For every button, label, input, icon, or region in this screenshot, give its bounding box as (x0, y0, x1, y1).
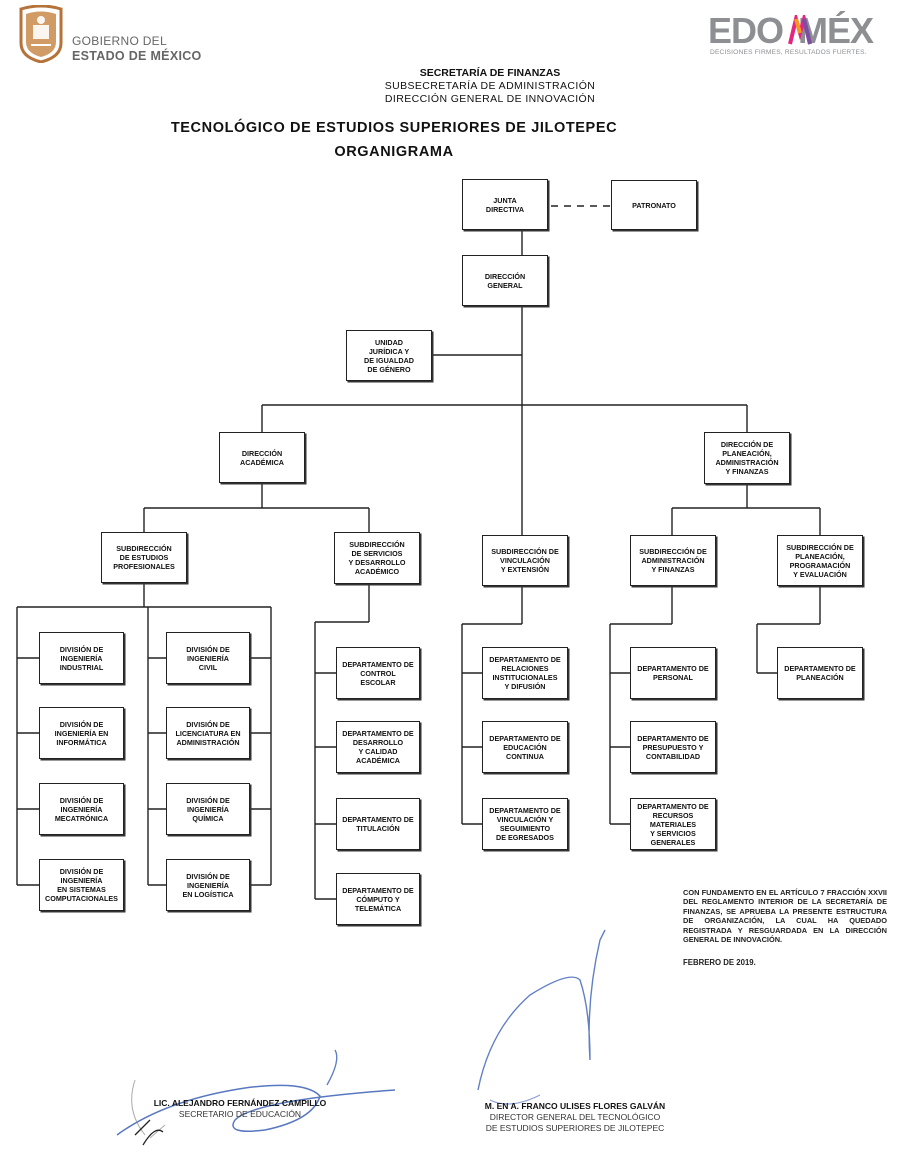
org-box-sub-servicios: SUBDIRECCIÓN DE SERVICIOS Y DESARROLLO A… (334, 532, 420, 584)
page-subtitle: ORGANIGRAMA (334, 144, 454, 160)
org-box-sub-estudios: SUBDIRECCIÓN DE ESTUDIOS PROFESIONALES (101, 532, 187, 583)
org-box-sub-administracion: SUBDIRECCIÓN DE ADMINISTRACIÓN Y FINANZA… (630, 535, 716, 586)
org-box-dep-desarrollo: DEPARTAMENTO DE DESARROLLO Y CALIDAD ACA… (336, 721, 420, 773)
signature-right-role-1: DIRECTOR GENERAL DEL TECNOLÓGICO (489, 1112, 661, 1122)
org-box-unidad-juridica: UNIDAD JURÍDICA Y DE IGUALDAD DE GÉNERO (346, 330, 432, 381)
org-box-div-sistemas: DIVISIÓN DE INGENIERÍA EN SISTEMAS COMPU… (39, 859, 124, 911)
gov-logo (18, 4, 64, 64)
edomex-edo: EDO (708, 10, 784, 51)
org-box-dep-personal: DEPARTAMENTO DE PERSONAL (630, 647, 716, 699)
approval-note: CON FUNDAMENTO EN EL ARTÍCULO 7 FRACCIÓN… (683, 888, 887, 945)
signature-right-role-2: DE ESTUDIOS SUPERIORES DE JILOTEPEC (485, 1123, 665, 1133)
signature-left-icon (116, 1049, 396, 1146)
org-box-div-quimica: DIVISIÓN DE INGENIERÍA QUÍMICA (166, 783, 250, 835)
org-box-div-mecatronica: DIVISIÓN DE INGENIERÍA MECATRÓNICA (39, 783, 124, 835)
signature-left-name: LIC. ALEJANDRO FERNÁNDEZ CAMPILLO (153, 1098, 327, 1108)
org-box-div-administracion: DIVISIÓN DE LICENCIATURA EN ADMINISTRACI… (166, 707, 250, 759)
edomex-tagline: DECISIONES FIRMES, RESULTADOS FUERTES. (710, 49, 867, 56)
org-box-div-civil: DIVISIÓN DE INGENIERÍA CIVIL (166, 632, 250, 684)
header-direccion: DIRECCIÓN GENERAL DE INNOVACIÓN (384, 93, 596, 105)
approval-date: FEBRERO DE 2019. (683, 958, 756, 967)
edomex-m-mark-icon (788, 15, 812, 45)
gov-name-line1: GOBIERNO DEL (72, 34, 167, 48)
org-box-dep-titulacion: DEPARTAMENTO DE TITULACIÓN (336, 798, 420, 850)
state-seal-icon (19, 4, 63, 64)
org-box-dep-recursos: DEPARTAMENTO DE RECURSOS MATERIALES Y SE… (630, 798, 716, 850)
signature-right-icon (477, 929, 606, 1105)
org-box-direccion-academica: DIRECCIÓN ACADÉMICA (219, 432, 305, 483)
page-title: TECNOLÓGICO DE ESTUDIOS SUPERIORES DE JI… (170, 120, 618, 136)
org-box-direccion-general: DIRECCIÓN GENERAL (462, 255, 548, 306)
org-box-dep-computo: DEPARTAMENTO DE CÓMPUTO Y TELEMÁTICA (336, 873, 420, 925)
org-box-sub-vinculacion: SUBDIRECCIÓN DE VINCULACIÓN Y EXTENSIÓN (482, 535, 568, 586)
edomex-logo: EDO MÉX DECISIONES FIRMES, RESULTADOS FU… (708, 10, 898, 60)
org-box-div-industrial: DIVISIÓN DE INGENIERÍA INDUSTRIAL (39, 632, 124, 684)
org-box-dep-planeacion: DEPARTAMENTO DE PLANEACIÓN (777, 647, 863, 699)
org-box-sub-planeacion: SUBDIRECCIÓN DE PLANEACIÓN, PROGRAMACIÓN… (777, 535, 863, 586)
org-box-direccion-planeacion: DIRECCIÓN DE PLANEACIÓN, ADMINISTRACIÓN … (704, 432, 790, 484)
org-box-div-informatica: DIVISIÓN DE INGENIERÍA EN INFORMÁTICA (39, 707, 124, 759)
signature-right-name: M. EN A. FRANCO ULISES FLORES GALVÁN (484, 1101, 666, 1111)
edomex-mex: MÉX (798, 10, 874, 51)
org-box-dep-vinculacion: DEPARTAMENTO DE VINCULACIÓN Y SEGUIMIENT… (482, 798, 568, 850)
org-box-dep-relaciones: DEPARTAMENTO DE RELACIONES INSTITUCIONAL… (482, 647, 568, 699)
org-box-div-logistica: DIVISIÓN DE INGENIERÍA EN LOGÍSTICA (166, 859, 250, 911)
signature-left-role: SECRETARIO DE EDUCACIÓN (178, 1109, 302, 1119)
org-box-patronato: PATRONATO (611, 180, 697, 230)
org-box-junta-directiva: JUNTA DIRECTIVA (462, 179, 548, 230)
org-box-dep-control-escolar: DEPARTAMENTO DE CONTROL ESCOLAR (336, 647, 420, 699)
header-secretaria: SECRETARÍA DE FINANZAS (419, 67, 561, 79)
gov-name-line2: ESTADO DE MÉXICO (72, 49, 202, 63)
header-subsecretaria: SUBSECRETARÍA DE ADMINISTRACIÓN (384, 80, 596, 92)
org-box-dep-presupuesto: DEPARTAMENTO DE PRESUPUESTO Y CONTABILID… (630, 721, 716, 773)
org-box-dep-educacion: DEPARTAMENTO DE EDUCACIÓN CONTINUA (482, 721, 568, 773)
